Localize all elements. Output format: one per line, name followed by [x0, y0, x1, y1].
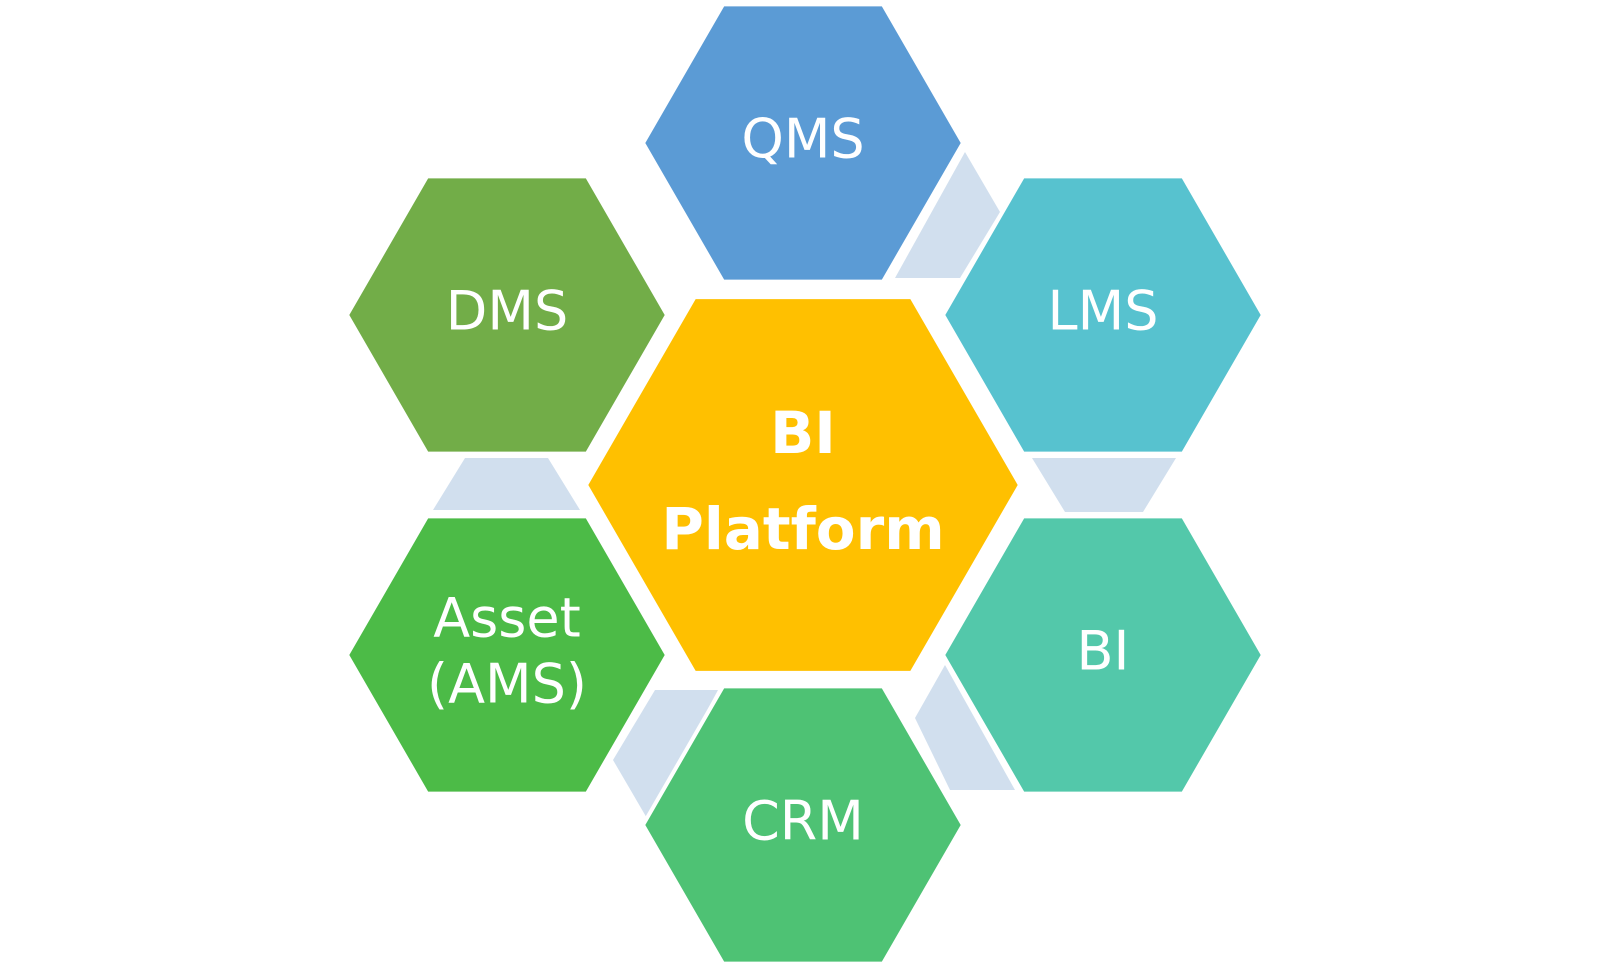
hexagon-label-bi: BI [1077, 620, 1130, 683]
hexagon-shape-bi [940, 514, 1266, 796]
hexagon-bi: BI [940, 514, 1266, 796]
hexagon-label-qms: QMS [741, 108, 864, 171]
hexagon-bi-platform: BI Platform [583, 295, 1023, 675]
connector-5 [433, 458, 580, 510]
connector-1 [895, 152, 1000, 278]
hexagon-shape-asset [344, 514, 670, 796]
connector-3 [915, 665, 1015, 790]
connector-2 [1032, 458, 1176, 512]
hexagon-crm: CRM [640, 684, 966, 964]
hexagon-label-crm: CRM [742, 790, 864, 853]
connector-4 [613, 690, 718, 820]
hexagon-shape-lms [940, 174, 1266, 456]
hexagons: QMS LMS BI CRM Asset(AMS) DMS BI Platform [344, 2, 1266, 964]
hexagon-label-bi-platform-1: BI [770, 399, 836, 467]
hexagon-lms: LMS [940, 174, 1266, 456]
hexagon-label-lms: LMS [1048, 280, 1159, 343]
hexagon-asset: Asset(AMS) [344, 514, 670, 796]
hexagon-label-asset-2: (AMS) [427, 653, 587, 716]
hexagon-label-bi-platform-2: Platform [661, 495, 944, 563]
hexagon-label-dms: DMS [446, 280, 568, 343]
hexagon-dms: DMS [344, 174, 670, 456]
hexagon-shape-qms [640, 2, 966, 284]
hexagon-shape-dms [344, 174, 670, 456]
hexagon-label-asset-1: Asset [433, 587, 581, 650]
connectors [433, 152, 1176, 820]
hexagon-qms: QMS [640, 2, 966, 284]
hexagon-shape-bi-platform [583, 295, 1023, 675]
